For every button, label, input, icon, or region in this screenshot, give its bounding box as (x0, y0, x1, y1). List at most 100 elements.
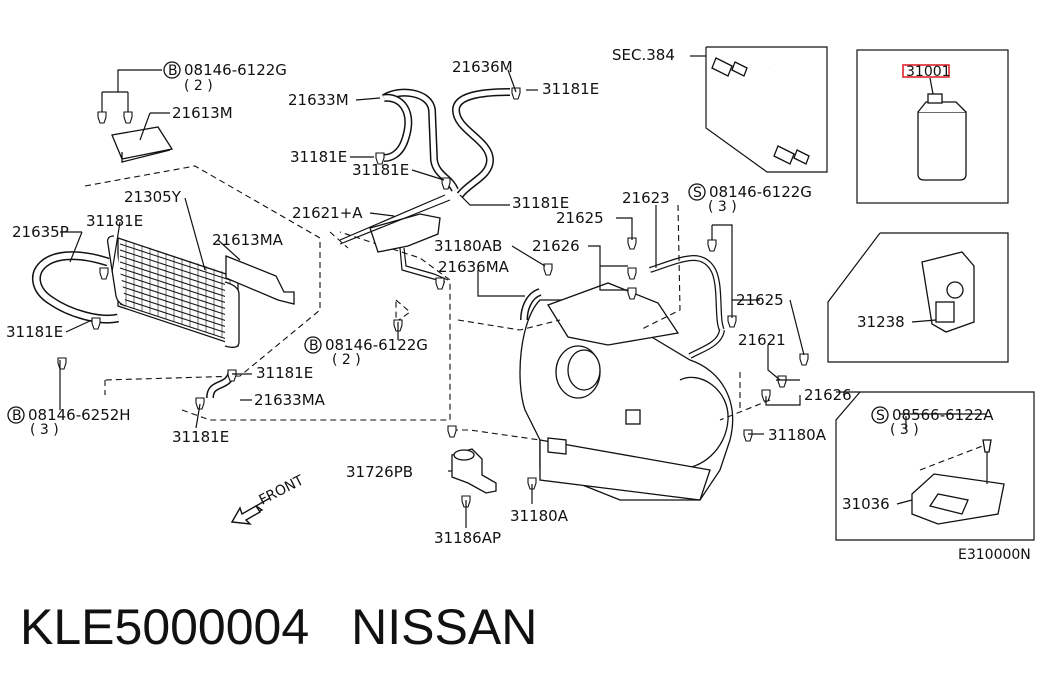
label-31726PB: 31726PB (346, 463, 413, 481)
bolt-icon (195, 397, 205, 410)
label-08146-6122G: 08146-6122G (184, 61, 287, 79)
label-qty: ( 3 ) (708, 199, 737, 215)
bolt-icon (627, 267, 637, 280)
bolt-icon (777, 375, 787, 388)
label-31181E: 31181E (256, 364, 313, 382)
label-31181E: 31181E (86, 212, 143, 230)
hose-21635P (31, 251, 119, 324)
bolt-icon (375, 152, 385, 165)
bolt-icon (227, 369, 237, 382)
label-31181E: 31181E (172, 428, 229, 446)
circle-S-icon: S (871, 406, 889, 424)
front-arrow-icon (230, 497, 271, 525)
label-31180A: 31180A (510, 507, 569, 525)
label-qty: ( 2 ) (184, 78, 213, 94)
transmission-body (519, 282, 734, 501)
label-21623: 21623 (622, 189, 670, 207)
upper-bracket-21613M (111, 126, 174, 163)
label-21305Y: 21305Y (124, 188, 182, 206)
bolt-icon (761, 389, 771, 402)
bolt-icon (57, 357, 67, 370)
label-31036: 31036 (842, 495, 890, 513)
part-number: KLE5000004 (20, 599, 310, 655)
cooler-fin (119, 273, 237, 313)
bolt-icon (91, 317, 101, 330)
bolt-icon (627, 237, 637, 250)
label-front: FRONT (257, 472, 307, 508)
label-31186AP: 31186AP (434, 529, 501, 547)
bolt-icon (447, 425, 457, 438)
cooler-fin (119, 249, 237, 289)
bolt-icon (97, 111, 107, 124)
bolt-markers (57, 87, 809, 508)
label-08146-6252H: 08146-6252H (28, 406, 131, 424)
bolt-icon (527, 477, 537, 490)
bolt-icon (511, 87, 521, 100)
label-21613MA: 21613MA (212, 231, 284, 249)
svg-text:B: B (168, 63, 178, 79)
label-21633MA: 21633MA (254, 391, 326, 409)
label-08146-6122G: 08146-6122G (709, 183, 812, 201)
inset-fluid-box (856, 49, 1009, 204)
svg-text:B: B (309, 338, 319, 354)
bolt-icon (543, 263, 553, 276)
bolt-icon (707, 239, 717, 252)
circle-S-icon: S (688, 183, 706, 201)
circle-B-icon: B (7, 406, 25, 424)
label-21633M: 21633M (288, 91, 349, 109)
cooler-fin (119, 291, 237, 331)
inset-bracket-box (827, 232, 1009, 363)
label-31181E: 31181E (6, 323, 63, 341)
svg-text:S: S (876, 408, 885, 424)
circle-B-icon: B (163, 61, 181, 79)
circle-B-icon: B (304, 336, 322, 354)
leader-lines (59, 69, 986, 528)
label-diagram-code: E310000N (958, 547, 1031, 563)
cooler-fin (119, 243, 237, 283)
bracket-21613MA (225, 255, 295, 305)
bolt-icon (627, 287, 637, 300)
label-21625: 21625 (556, 209, 604, 227)
bolt-icon (435, 277, 445, 290)
bolt-icon (727, 315, 737, 328)
label-sec384: SEC.384 (612, 46, 675, 64)
inset-plate-box (835, 391, 1035, 541)
cooler-fin (119, 255, 237, 295)
label-21636MA: 21636MA (438, 258, 510, 276)
label-31180A: 31180A (768, 426, 827, 444)
cooler-fin (119, 279, 237, 319)
label-21626: 21626 (532, 237, 580, 255)
highlight-box (902, 64, 950, 78)
label-qty: ( 3 ) (30, 422, 59, 438)
bolt-icon (743, 429, 753, 442)
label-21621: 21621 (738, 331, 786, 349)
bolt-icon (799, 353, 809, 366)
oil-cooler-core (106, 235, 240, 348)
label-21613M: 21613M (172, 104, 233, 122)
label-21625: 21625 (736, 291, 784, 309)
label-31181E: 31181E (542, 80, 599, 98)
label-qty: ( 3 ) (890, 422, 919, 438)
cooler-fin (119, 303, 237, 343)
label-08566-6122A: 08566-6122A (892, 406, 994, 424)
brand-name: NISSAN (351, 599, 538, 655)
label-21635P: 21635P (12, 223, 69, 241)
cooler-dashed-region (84, 165, 451, 421)
label-31181E: 31181E (512, 194, 569, 212)
mount-31726PB (451, 429, 541, 494)
label-31180AB: 31180AB (434, 237, 502, 255)
label-qty: ( 2 ) (332, 352, 361, 368)
footer-caption: KLE5000004 NISSAN (20, 598, 579, 656)
cooler-fin (119, 261, 237, 301)
label-21636M: 21636M (452, 58, 513, 76)
bolt-icon (441, 177, 451, 190)
bolt-icon (123, 111, 133, 124)
label-21621A: 21621+A (292, 204, 363, 222)
cooler-fin (119, 267, 237, 307)
cooler-fin (119, 297, 237, 337)
label-21626: 21626 (804, 386, 852, 404)
label-31238: 31238 (857, 313, 905, 331)
label-31181E: 31181E (290, 148, 347, 166)
inset-clamp-box (690, 46, 828, 173)
